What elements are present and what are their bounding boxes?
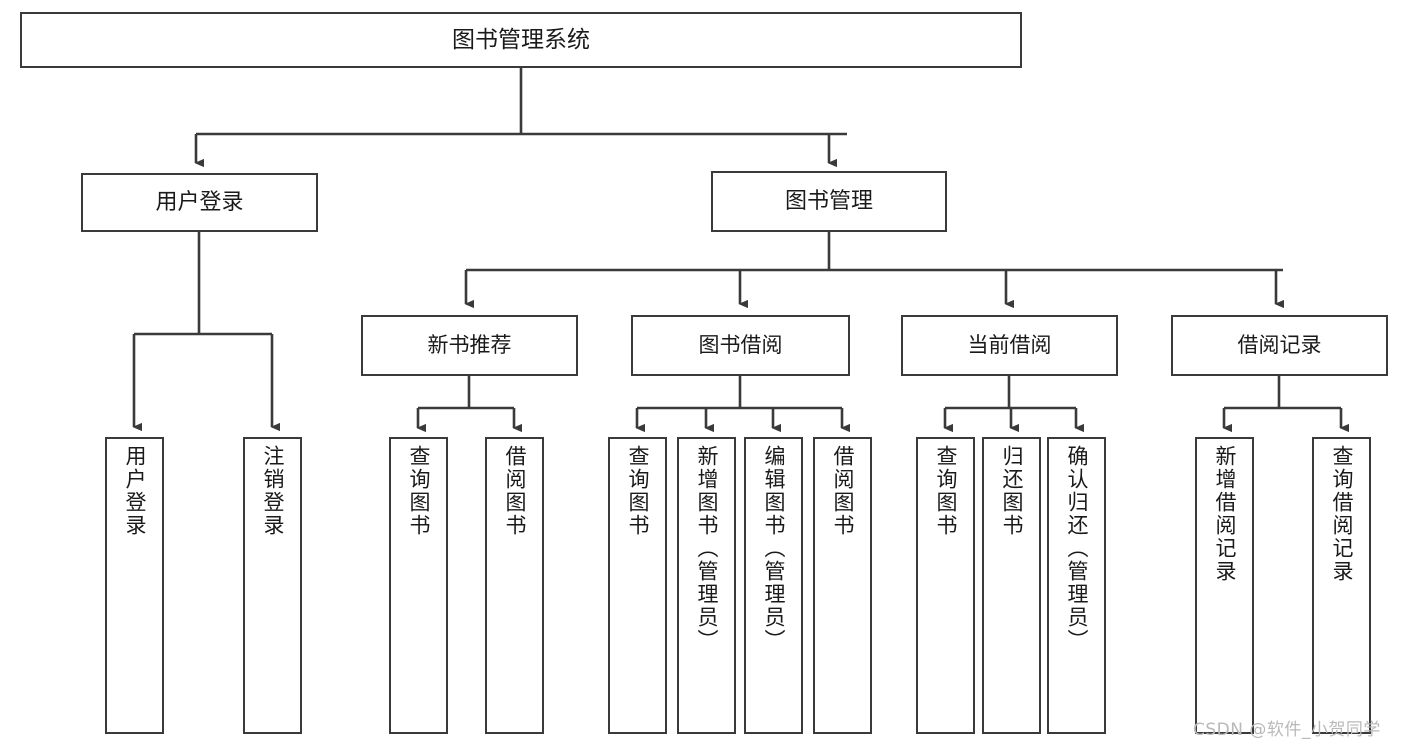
node-label: 新增借阅记录 bbox=[1213, 445, 1237, 583]
node-label: 借阅图书 bbox=[503, 445, 527, 537]
leaf-book-borrow-query[interactable]: 查询图书 bbox=[608, 437, 667, 734]
node-borrow-record[interactable]: 借阅记录 bbox=[1171, 315, 1388, 376]
leaf-borrow-record-add[interactable]: 新增借阅记录 bbox=[1195, 437, 1254, 734]
node-label: 图书管理系统 bbox=[452, 26, 590, 53]
leaf-user-login-logout[interactable]: 注销登录 bbox=[243, 437, 302, 734]
node-root-system[interactable]: 图书管理系统 bbox=[20, 12, 1022, 68]
node-label: 查询借阅记录 bbox=[1330, 445, 1354, 583]
node-label: 图书管理 bbox=[784, 188, 873, 214]
leaf-book-borrow-add[interactable]: 新增图书（管理员） bbox=[677, 437, 736, 734]
node-label: 归还图书 bbox=[1000, 445, 1024, 537]
leaf-new-book-borrow[interactable]: 借阅图书 bbox=[485, 437, 544, 734]
leaf-current-borrow-return[interactable]: 归还图书 bbox=[982, 437, 1041, 734]
leaf-borrow-record-query[interactable]: 查询借阅记录 bbox=[1312, 437, 1371, 734]
node-new-book-recommend[interactable]: 新书推荐 bbox=[361, 315, 578, 376]
leaf-current-borrow-query[interactable]: 查询图书 bbox=[916, 437, 975, 734]
node-book-borrow[interactable]: 图书借阅 bbox=[631, 315, 850, 376]
node-current-borrow[interactable]: 当前借阅 bbox=[901, 315, 1118, 376]
node-label: 查询图书 bbox=[407, 445, 431, 537]
node-label: 当前借阅 bbox=[967, 333, 1052, 358]
leaf-user-login-login[interactable]: 用户登录 bbox=[105, 437, 164, 734]
node-label: 图书借阅 bbox=[698, 333, 783, 358]
node-label: 借阅图书 bbox=[831, 445, 855, 537]
node-label: 注销登录 bbox=[261, 445, 285, 537]
node-label: 确认归还（管理员） bbox=[1065, 445, 1089, 652]
csdn-watermark: CSDN @软件_小贺同学 bbox=[1193, 720, 1381, 740]
node-label: 新书推荐 bbox=[427, 333, 512, 358]
node-label: 查询图书 bbox=[934, 445, 958, 537]
node-label: 编辑图书（管理员） bbox=[762, 445, 786, 652]
leaf-current-borrow-confirm-return[interactable]: 确认归还（管理员） bbox=[1047, 437, 1106, 734]
node-label: 用户登录 bbox=[155, 189, 244, 215]
node-book-management[interactable]: 图书管理 bbox=[711, 171, 947, 232]
node-label: 新增图书（管理员） bbox=[695, 445, 719, 652]
node-label: 用户登录 bbox=[123, 445, 147, 537]
leaf-book-borrow-borrow[interactable]: 借阅图书 bbox=[813, 437, 872, 734]
leaf-new-book-query[interactable]: 查询图书 bbox=[389, 437, 448, 734]
leaf-book-borrow-edit[interactable]: 编辑图书（管理员） bbox=[744, 437, 803, 734]
node-user-login[interactable]: 用户登录 bbox=[81, 173, 318, 232]
node-label: 查询图书 bbox=[626, 445, 650, 537]
node-label: 借阅记录 bbox=[1237, 333, 1322, 358]
